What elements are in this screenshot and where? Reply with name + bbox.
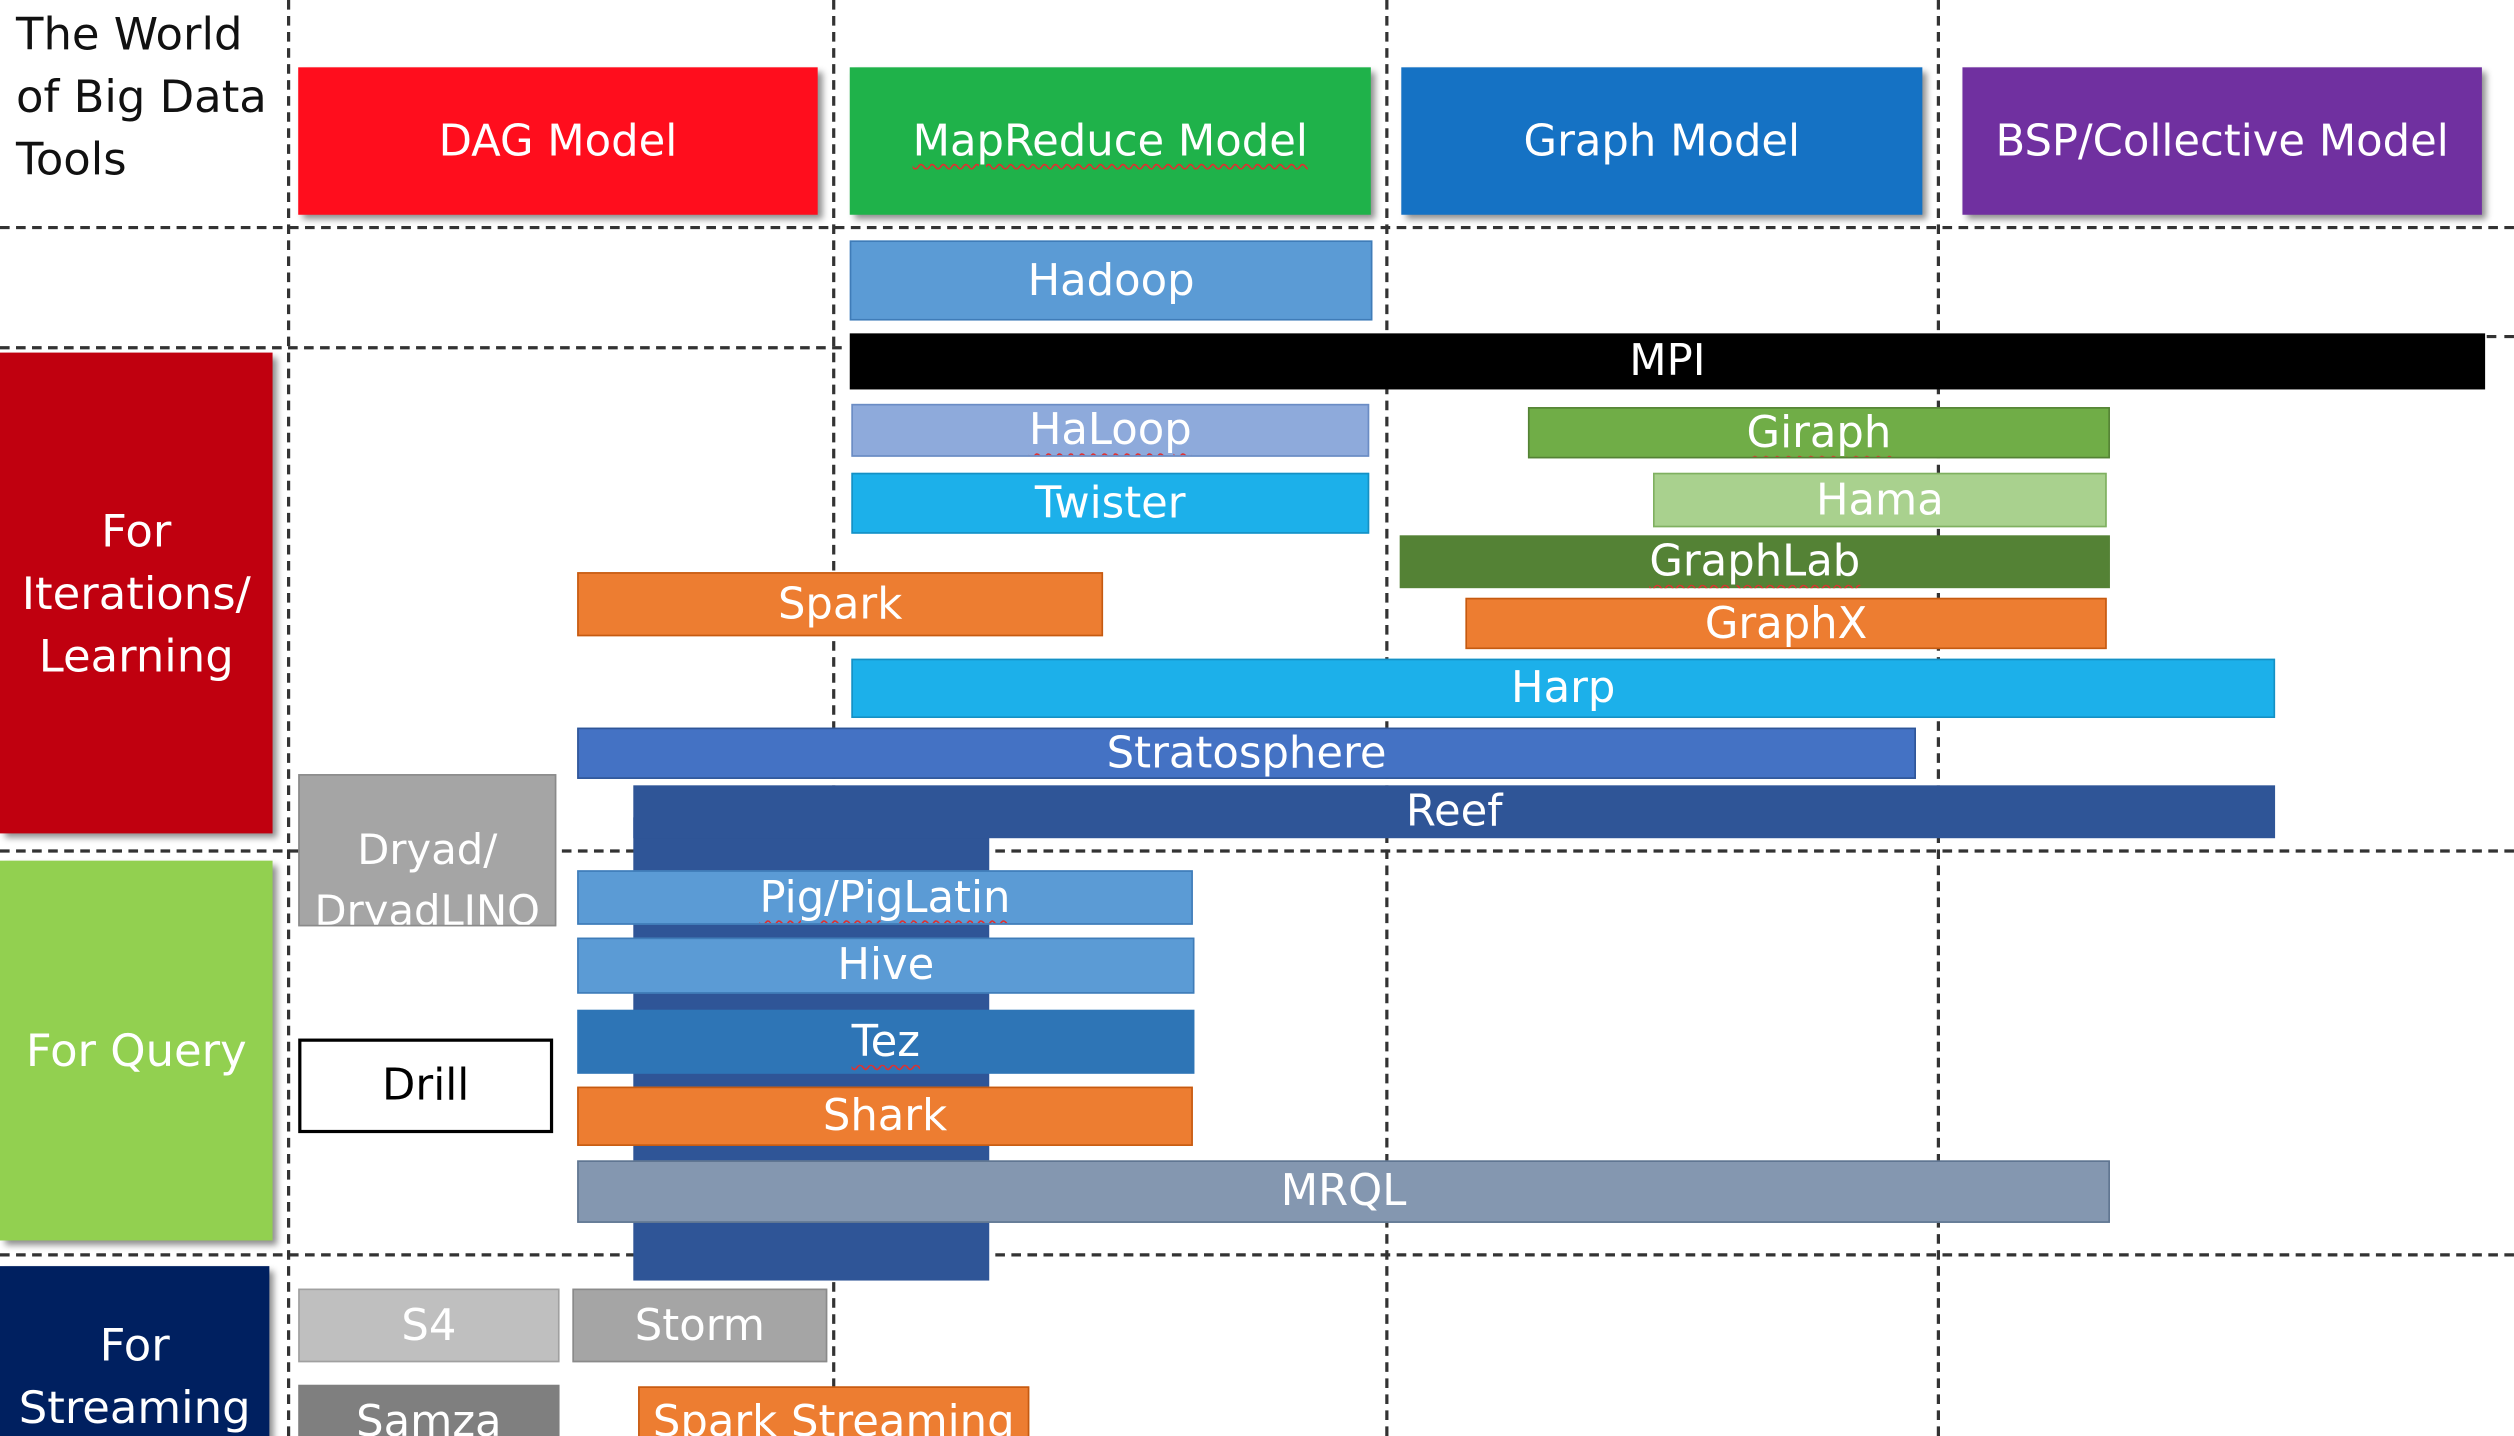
divider-batch — [0, 346, 842, 350]
hadoop-bar: Hadoop — [849, 240, 1373, 321]
streaming-category: For Streaming — [0, 1266, 270, 1436]
drill-box: Drill — [298, 1038, 554, 1134]
tez-bar: Tez — [577, 1009, 1195, 1074]
graph-model-header: Graph Model — [1401, 67, 1923, 215]
graphlab-label: GraphLab — [1649, 536, 1861, 587]
spark-bar: Spark — [577, 572, 1104, 637]
harp-bar: Harp — [851, 658, 2276, 719]
dryad-label-text: Dryad/ DryadLINQ — [314, 826, 540, 927]
storm-box: Storm — [572, 1288, 828, 1363]
query-category: For Query — [0, 860, 273, 1241]
graphlab-bar: GraphLab — [1399, 535, 2110, 589]
pig-label: Pig/PigLatin — [759, 872, 1011, 923]
diagram-title: The World of Big Data Tools — [16, 8, 267, 186]
hama-bar: Hama — [1653, 472, 2107, 528]
divider-query — [0, 849, 2514, 853]
mrql-bar: MRQL — [577, 1160, 2110, 1223]
giraph-label: Giraph — [1746, 407, 1892, 458]
twister-bar: Twister — [851, 472, 1370, 534]
reef-bar: Reef — [633, 785, 2276, 839]
haloop-bar: HaLoop — [851, 403, 1370, 457]
divider-streaming — [0, 1253, 2514, 1257]
dryad-box: Dryad/ DryadLINQ — [298, 774, 557, 927]
graphx-bar: GraphX — [1465, 597, 2107, 650]
iterations-category: For Iterations/ Learning — [0, 352, 273, 834]
mapreduce-label: MapReduce Model — [912, 116, 1308, 166]
s4-box: S4 — [298, 1288, 560, 1363]
tez-label: Tez — [851, 1016, 921, 1067]
dag-model-header: DAG Model — [298, 67, 818, 215]
haloop-label: HaLoop — [1028, 405, 1192, 456]
divider-header — [0, 225, 2514, 230]
hive-bar: Hive — [577, 937, 1195, 994]
divider-batch — [2469, 334, 2514, 339]
stratosphere-bar: Stratosphere — [577, 727, 1916, 779]
dryad-label: Dryad/ DryadLINQ — [314, 776, 540, 927]
bsp-model-header: BSP/Collective Model — [1962, 67, 2482, 215]
samza-box: Samza — [298, 1384, 560, 1436]
column-divider — [286, 0, 291, 1436]
shark-bar: Shark — [577, 1086, 1193, 1146]
pig-bar: Pig/PigLatin — [577, 870, 1193, 925]
giraph-bar: Giraph — [1527, 407, 2110, 459]
column-divider — [832, 0, 836, 1436]
mapreduce-model-header: MapReduce Model — [849, 67, 1371, 215]
spark-streaming-box: Spark Streaming — [638, 1386, 1030, 1436]
mpi-bar: MPI — [849, 333, 2486, 390]
